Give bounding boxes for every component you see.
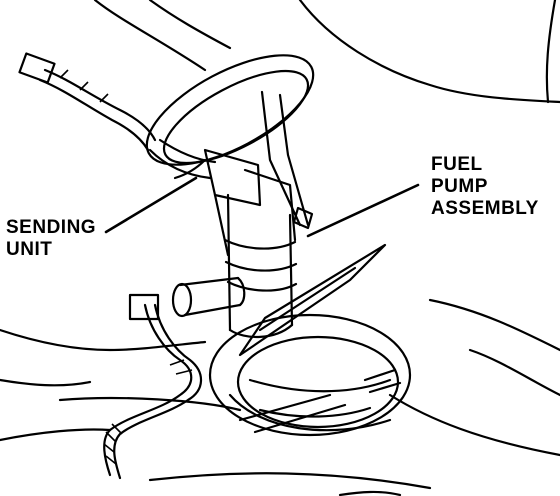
wire-wrap-hatching: [59, 69, 193, 465]
fuel-filter: [171, 276, 246, 318]
tank-opening: [208, 313, 412, 437]
sending-unit-leader: [104, 176, 198, 234]
sending-unit-label: SENDING UNIT: [6, 217, 97, 260]
fuel-pump-leader: [306, 183, 420, 238]
leader-lines: [104, 176, 420, 238]
mounting-flange: [145, 54, 315, 180]
float-arm-plate: [238, 243, 387, 357]
fuel-pump-assembly-label: FUEL PUMP ASSEMBLY: [431, 154, 539, 219]
wiring-harness: [18, 52, 207, 480]
